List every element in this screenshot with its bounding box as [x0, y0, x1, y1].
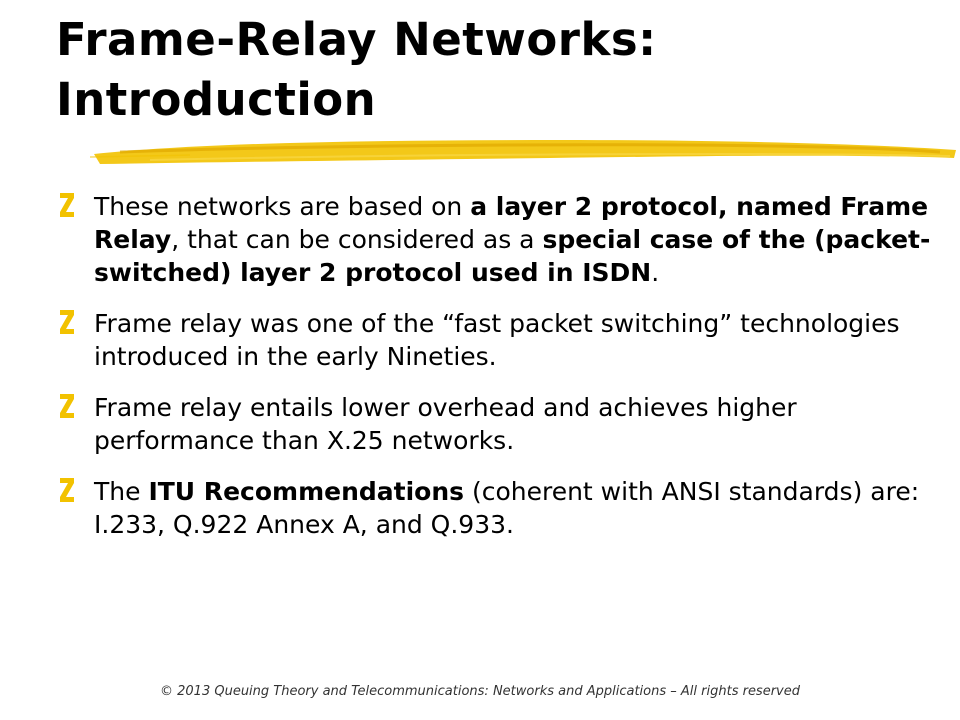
bullet-text-run: These networks are based on	[94, 192, 471, 221]
bullet-item: These networks are based on a layer 2 pr…	[56, 190, 936, 289]
bullet-item: Frame relay entails lower overhead and a…	[56, 391, 936, 457]
bullet-text-run: , that can be considered as a	[171, 225, 543, 254]
bullet-bold-run: special case of the (packet-switched) la…	[94, 225, 931, 287]
slide-title: Frame-Relay Networks: Introduction	[56, 10, 916, 130]
bullet-list: These networks are based on a layer 2 pr…	[56, 190, 936, 541]
bullet-text: These networks are based on a layer 2 pr…	[94, 192, 930, 287]
bullet-item: The ITU Recommendations (coherent with A…	[56, 475, 936, 541]
bullet-text-run: .	[651, 258, 660, 287]
bullet-item: Frame relay was one of the “fast packet …	[56, 307, 936, 373]
z-bullet-icon	[60, 394, 74, 418]
copyright-footer: © 2013 Queuing Theory and Telecommunicat…	[160, 684, 800, 699]
bullet-text-run: Frame relay entails lower overhead and a…	[94, 393, 797, 455]
bullet-text: The ITU Recommendations (coherent with A…	[94, 477, 919, 539]
slide-title-line-1: Frame-Relay Networks:	[56, 13, 657, 66]
z-bullet-icon	[60, 193, 74, 217]
slide-title-line-2: Introduction	[56, 73, 377, 126]
bullet-text: Frame relay entails lower overhead and a…	[94, 393, 797, 455]
bullet-bold-run: ITU Recommendations	[148, 477, 465, 506]
bullet-bold-run: a layer 2 protocol, named Frame Relay	[94, 192, 929, 254]
z-bullet-icon	[60, 478, 74, 502]
z-bullet-icon	[60, 310, 74, 334]
title-underline-brush-stroke	[90, 140, 956, 164]
bullet-text: Frame relay was one of the “fast packet …	[94, 309, 900, 371]
bullet-text-run: The	[94, 477, 149, 506]
bullet-text-run: (coherent with ANSI standards) are: I.23…	[94, 477, 920, 539]
bullet-text-run: Frame relay was one of the “fast packet …	[94, 309, 900, 371]
